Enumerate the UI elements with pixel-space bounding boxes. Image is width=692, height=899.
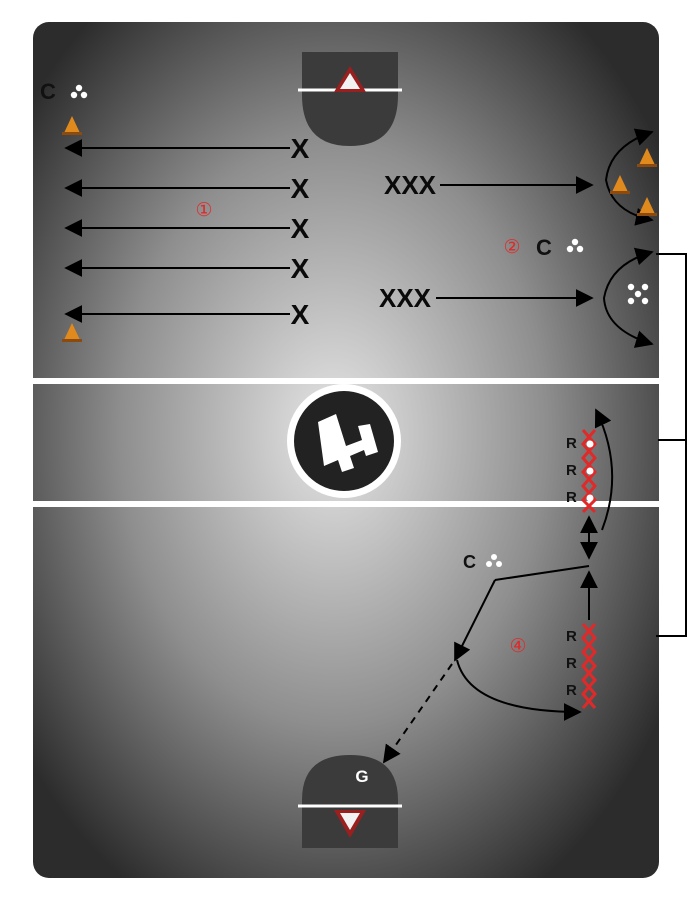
player-x: X xyxy=(291,299,310,330)
cone-icon xyxy=(610,175,630,194)
ball-icon xyxy=(586,440,594,502)
receiver-label: R xyxy=(566,462,577,479)
player-group-xxx: XXX xyxy=(384,170,437,200)
drill-1-label: ① xyxy=(195,200,212,221)
ball-cluster-icon xyxy=(70,84,88,99)
curve-arrow-right xyxy=(456,659,582,721)
shot-arrow-dashed xyxy=(382,663,453,764)
receiver-label: R xyxy=(566,655,577,672)
coach-label: C xyxy=(40,79,56,104)
cone-icon xyxy=(62,116,82,135)
player-group-xxx: XXX xyxy=(379,283,432,313)
player-x: X xyxy=(291,133,310,164)
player-x: X xyxy=(291,173,310,204)
cone-icon xyxy=(637,148,657,167)
midfield-line-bottom xyxy=(33,501,659,507)
pass-arrow xyxy=(454,579,496,662)
drill-2-label: ② xyxy=(503,237,520,258)
player-x: X xyxy=(291,253,310,284)
cone-icon xyxy=(637,197,657,216)
receiver-label: R xyxy=(566,628,577,645)
player-x: X xyxy=(291,213,310,244)
rope-bottom xyxy=(581,623,597,709)
goalie-label: G xyxy=(355,767,368,786)
drill-1-arrows xyxy=(64,139,290,323)
goal-top xyxy=(298,52,402,146)
pass-line xyxy=(494,565,590,581)
curve-arrow-up xyxy=(594,408,614,531)
bracket-line xyxy=(656,253,687,637)
rope-top xyxy=(580,429,598,514)
curve-arrow-bottom xyxy=(602,247,654,348)
ball-cluster-icon xyxy=(566,238,584,253)
lacrosse-logo-icon xyxy=(287,384,401,498)
receiver-label: R xyxy=(566,682,577,699)
curve-arrow-top xyxy=(604,128,654,226)
receiver-label: R xyxy=(566,435,577,452)
ball-cluster-icon xyxy=(627,283,649,305)
midfield-line-top xyxy=(33,378,659,384)
coach-label: C xyxy=(536,235,552,260)
cone-icon xyxy=(62,323,82,342)
drill-4-label: ④ xyxy=(509,636,526,657)
receiver-label: R xyxy=(566,489,577,506)
goal-bottom: G xyxy=(298,755,402,848)
ball-cluster-icon xyxy=(486,554,502,567)
coach-label: C xyxy=(463,552,476,572)
